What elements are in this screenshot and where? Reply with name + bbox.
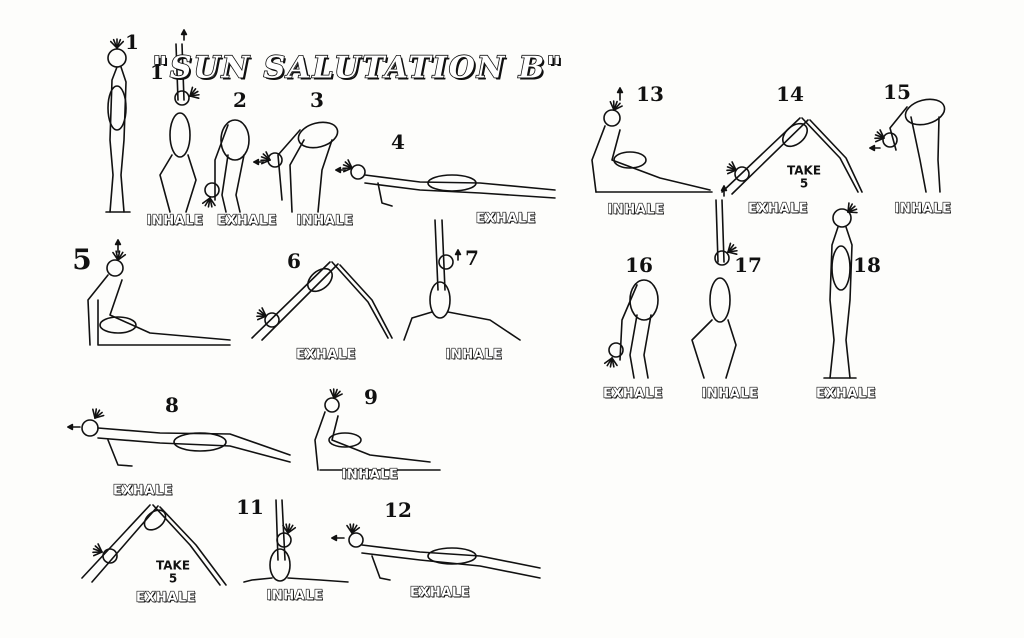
step-number: 12 <box>384 498 412 522</box>
breath-label-exhale: EXHALE <box>815 386 877 402</box>
upward-dog-pose-icon <box>591 100 713 193</box>
standing-pose-icon <box>105 38 131 213</box>
step-number: 17 <box>734 253 762 277</box>
upward-dog-pose-icon <box>87 250 231 346</box>
take-label: TAKE <box>155 558 191 573</box>
arrow-icon <box>67 423 81 431</box>
breath-label-exhale: EXHALE <box>112 483 174 499</box>
downward-dog-pose-icon <box>81 504 227 586</box>
breath-label-inhale: INHALE <box>445 347 503 363</box>
take-breaths-note: TAKE 5 <box>787 164 821 189</box>
arrow-icon <box>180 29 188 41</box>
breath-label-inhale: INHALE <box>607 202 665 218</box>
breath-label-inhale: INHALE <box>146 213 204 229</box>
arrow-icon <box>331 534 345 542</box>
step-number: 18 <box>853 253 881 277</box>
sheet-title: "SUN SALUTATION B" <box>151 50 564 87</box>
breath-label-inhale: INHALE <box>296 213 354 229</box>
take-count: 5 <box>168 571 178 585</box>
breath-label-exhale: EXHALE <box>747 201 809 217</box>
take-breaths-note: TAKE 5 <box>156 559 190 584</box>
arms-up-pose-icon <box>159 43 200 213</box>
warrior-one-pose-icon <box>243 499 349 583</box>
step-number: 5 <box>72 243 92 276</box>
breath-label-inhale: INHALE <box>266 588 324 604</box>
take-count: 5 <box>799 176 809 190</box>
downward-dog-pose-icon <box>721 117 863 195</box>
breath-label-exhale: EXHALE <box>295 347 357 363</box>
upward-dog-pose-icon <box>314 388 441 471</box>
breath-label-exhale: EXHALE <box>409 585 471 601</box>
chaturanga-pose-icon <box>342 159 556 207</box>
arrow-icon <box>114 239 122 253</box>
forward-fold-pose-icon <box>201 119 250 213</box>
step-number: 6 <box>287 249 301 273</box>
breath-label-inhale: INHALE <box>341 467 399 483</box>
step-number: 1 <box>150 60 164 84</box>
step-number: 14 <box>776 82 804 106</box>
step-number: 8 <box>165 393 179 417</box>
step-number: 15 <box>883 80 911 104</box>
arms-up-pose-icon <box>691 199 738 379</box>
step-number: 7 <box>465 246 479 270</box>
step-number: 4 <box>391 130 405 154</box>
chaturanga-pose-icon <box>346 523 541 581</box>
arrow-icon <box>720 185 728 197</box>
breath-label-inhale: INHALE <box>701 386 759 402</box>
breath-label-exhale: EXHALE <box>475 211 537 227</box>
standing-pose-icon <box>823 202 858 379</box>
warrior-one-pose-icon <box>403 219 521 341</box>
breath-label-exhale: EXHALE <box>602 386 664 402</box>
step-number: 16 <box>625 253 653 277</box>
downward-dog-pose-icon <box>251 261 393 341</box>
arrow-icon <box>335 166 347 174</box>
breath-label-exhale: EXHALE <box>216 213 278 229</box>
arrow-icon <box>253 158 265 166</box>
step-number: 13 <box>636 82 664 106</box>
forward-fold-pose-icon <box>603 279 659 379</box>
step-number: 1 <box>125 30 139 54</box>
step-number: 9 <box>364 385 378 409</box>
step-number: 11 <box>236 495 264 519</box>
half-lift-pose-icon <box>874 98 946 193</box>
take-label: TAKE <box>786 163 822 178</box>
breath-label-exhale: EXHALE <box>135 590 197 606</box>
step-number: 3 <box>310 88 324 112</box>
step-number: 2 <box>233 88 247 112</box>
arrow-icon <box>616 87 624 101</box>
half-lift-pose-icon <box>260 121 339 213</box>
arrow-icon <box>454 249 462 261</box>
chaturanga-pose-icon <box>81 408 291 467</box>
arrow-icon <box>869 144 881 152</box>
breath-label-inhale: INHALE <box>894 201 952 217</box>
